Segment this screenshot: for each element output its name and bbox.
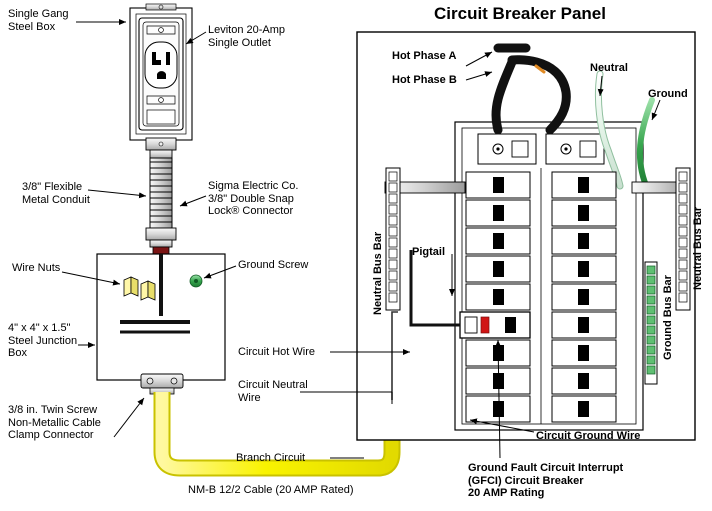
- steel-junction-box-art: [96, 253, 226, 381]
- label-nm-b-cable: NM-B 12/2 Cable (20 AMP Rated): [188, 484, 354, 496]
- label-steel-junction-box: 4" x 4" x 1.5" Steel Junction Box: [8, 322, 78, 359]
- label-gfci-breaker: Ground Fault Circuit Interrupt (GFCI) Ci…: [468, 462, 624, 499]
- label-pigtail: Pigtail: [412, 246, 446, 258]
- label-branch-circuit: Branch Circuit: [236, 452, 306, 464]
- label-ground: Ground: [648, 88, 688, 100]
- snap-lock-connector-bottom: [145, 227, 177, 255]
- breaker-column-left: [465, 171, 531, 423]
- circuit-breaker-panel-art: [356, 31, 696, 441]
- snap-lock-connector-top: [145, 137, 177, 159]
- neutral-bus-bar-right-art: [675, 167, 691, 311]
- ground-bus-bar-art: [644, 261, 658, 385]
- pigtail-wire-art: [409, 250, 460, 327]
- label-cable-clamp-connector: 3/8 in. Twin Screw Non-Metallic Cable Cl…: [8, 404, 101, 441]
- breaker-column-right: [551, 171, 617, 423]
- label-wire-nuts: Wire Nuts: [12, 262, 61, 274]
- label-sigma-electric-connector: Sigma Electric Co. 3/8" Double Snap Lock…: [208, 180, 299, 217]
- label-hot-phase-b: Hot Phase B: [392, 74, 457, 86]
- label-leviton-outlet: Leviton 20-Amp Single Outlet: [208, 24, 286, 49]
- label-single-gang-steel-box: Single Gang Steel Box: [8, 8, 69, 33]
- wire-nuts-art: [123, 276, 156, 301]
- leader-lines: [61, 19, 661, 459]
- neutral-bus-bar-left-art: [385, 167, 401, 311]
- flexible-metal-conduit-art: [149, 157, 173, 229]
- circuit-neutral-wire-art: [391, 311, 398, 400]
- nm-b-cable-art: [153, 330, 401, 477]
- label-circuit-ground-wire: Circuit Ground Wire: [536, 430, 641, 442]
- label-ground-bus-bar: Ground Bus Bar: [662, 275, 674, 360]
- label-neutral: Neutral: [590, 62, 628, 74]
- label-circuit-neutral-wire: Circuit Neutral Wire: [238, 379, 308, 404]
- label-ground-screw: Ground Screw: [238, 259, 309, 271]
- diagram-title: Circuit Breaker Panel: [434, 4, 606, 23]
- cable-clamp-connector-art: [140, 373, 184, 395]
- leviton-outlet-art: [138, 17, 184, 131]
- label-neutral-bus-bar-left: Neutral Bus Bar: [372, 231, 384, 315]
- label-flexible-metal-conduit: 3/8" Flexible Metal Conduit: [22, 181, 90, 206]
- label-neutral-bus-bar-right: Neutral Bus Bar: [692, 206, 704, 290]
- label-hot-phase-a: Hot Phase A: [392, 50, 457, 62]
- label-circuit-hot-wire: Circuit Hot Wire: [238, 346, 316, 358]
